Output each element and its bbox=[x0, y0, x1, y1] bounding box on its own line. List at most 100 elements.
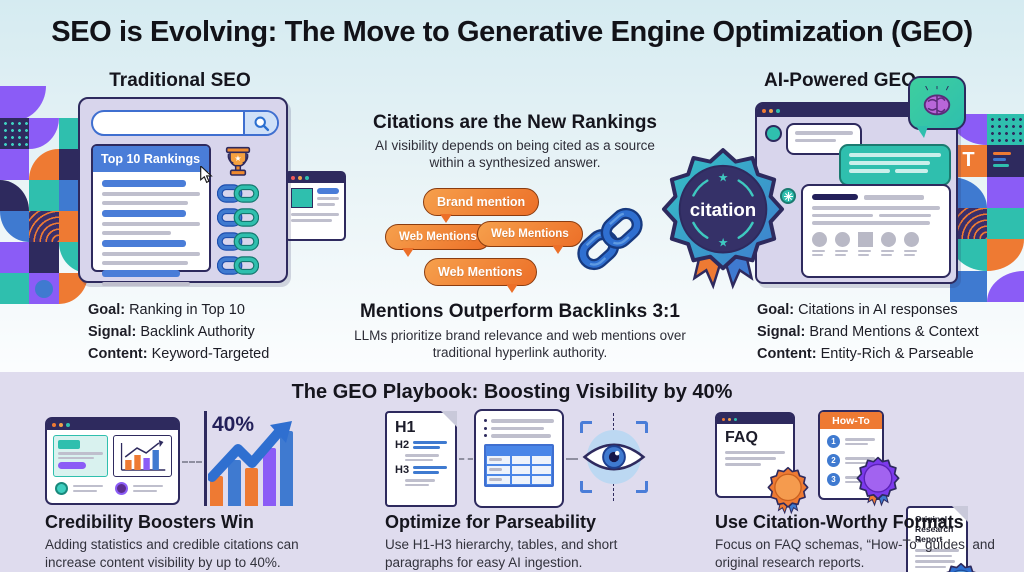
fact-content: Content:Keyword-Targeted bbox=[88, 343, 269, 365]
card1-heading: Credibility Boosters Win bbox=[45, 512, 254, 532]
dashboard-footer bbox=[47, 480, 178, 497]
rankings-panel-title: Top 10 Rankings bbox=[101, 152, 201, 166]
fact-signal: Signal:Backlink Authority bbox=[88, 321, 269, 343]
brain-bubble bbox=[908, 76, 966, 130]
traditional-facts: Goal:Ranking in Top 10 Signal:Backlink A… bbox=[88, 299, 269, 365]
cited-result-card bbox=[801, 184, 951, 278]
step-3: 3 bbox=[827, 473, 840, 486]
rankings-panel: Top 10 Rankings bbox=[91, 144, 213, 286]
search-icon bbox=[243, 112, 277, 134]
ai-chat-bubble bbox=[839, 144, 951, 186]
fact-goal-value: Citations in AI responses bbox=[798, 302, 958, 318]
faq-title: FAQ bbox=[725, 429, 758, 446]
backlink-chain-icon bbox=[217, 208, 259, 227]
mini-browser-card bbox=[284, 171, 346, 241]
card3-text: Focus on FAQ schemas, “How-To” guides, a… bbox=[715, 537, 995, 570]
bubble-web-mentions-2: Web Mentions bbox=[477, 221, 583, 254]
search-bar bbox=[91, 110, 279, 136]
rankings-list bbox=[93, 172, 209, 294]
dashed-connector bbox=[459, 458, 473, 460]
table-doc-icon bbox=[474, 409, 564, 508]
chart-bars bbox=[210, 431, 293, 506]
decor-purple-blob bbox=[0, 86, 46, 122]
bubble-brand-mention: Brand mention bbox=[423, 188, 540, 223]
fact-goal: Goal:Citations in AI responses bbox=[757, 299, 979, 321]
geo-browser-header bbox=[757, 104, 956, 117]
badge-star-bottom: ★ bbox=[718, 236, 729, 250]
card2-heading: Optimize for Parseability bbox=[385, 512, 597, 532]
chat-avatar bbox=[765, 125, 782, 142]
fact-content-value: Keyword-Targeted bbox=[151, 346, 270, 362]
traditional-seo-heading: Traditional SEO bbox=[109, 70, 251, 91]
ai-vision-eye-icon bbox=[580, 413, 648, 501]
playbook-heading: The GEO Playbook: Boosting Visibility by… bbox=[291, 381, 733, 403]
trophy-icon: ★ bbox=[225, 146, 251, 176]
award-rosette-orange bbox=[767, 466, 809, 515]
fact-signal-value: Backlink Authority bbox=[140, 324, 255, 340]
brain-icon bbox=[923, 86, 951, 116]
serp-browser-card: Top 10 Rankings ★ bbox=[78, 97, 288, 286]
dashboard-icon bbox=[45, 417, 180, 505]
fact-goal: Goal:Ranking in Top 10 bbox=[88, 299, 269, 321]
mentions-heading: Mentions Outperform Backlinks 3:1 bbox=[360, 301, 680, 322]
citations-heading: Citations are the New Rankings bbox=[372, 112, 657, 133]
h3-label: H3 bbox=[395, 464, 410, 476]
ai-source-icon bbox=[780, 188, 796, 204]
dashboard-mini-chart bbox=[113, 435, 172, 477]
step-1: 1 bbox=[827, 435, 840, 448]
badge-label: citation bbox=[690, 199, 756, 220]
faq-doc-icon: FAQ bbox=[715, 412, 809, 515]
svg-text:★: ★ bbox=[234, 154, 241, 163]
badge-star-top: ★ bbox=[718, 171, 729, 185]
chart-stat-label: 40% bbox=[212, 413, 255, 436]
dashed-connector bbox=[566, 458, 578, 460]
table-graphic bbox=[484, 443, 554, 487]
fact-signal: Signal:Brand Mentions & Context bbox=[757, 321, 979, 343]
search-input bbox=[93, 112, 243, 134]
fact-signal-label: Signal: bbox=[88, 324, 137, 340]
h-hierarchy-doc-icon: H1 H2 H3 bbox=[385, 411, 457, 507]
backlink-chain-icon bbox=[217, 232, 259, 251]
bubble-web-mentions-1: Web Mentions bbox=[385, 224, 491, 257]
cursor-icon bbox=[200, 166, 213, 184]
fact-goal-value: Ranking in Top 10 bbox=[129, 302, 245, 318]
rankings-panel-header: Top 10 Rankings bbox=[93, 146, 213, 184]
card2-text: Use H1-H3 hierarchy, tables, and short p… bbox=[385, 537, 618, 570]
dashed-connector bbox=[182, 461, 202, 463]
geo-facts: Goal:Citations in AI responses Signal:Br… bbox=[757, 299, 979, 365]
decor-mosaic-right: T bbox=[950, 114, 1024, 302]
brain-bubble-tail bbox=[916, 126, 928, 138]
fact-signal-label: Signal: bbox=[757, 324, 806, 340]
fact-content-label: Content: bbox=[757, 346, 817, 362]
big-chain-link-icon bbox=[577, 207, 643, 271]
fact-content-value: Entity-Rich & Parseable bbox=[820, 346, 974, 362]
howto-doc-icon: How-To 1 2 3 bbox=[818, 410, 900, 507]
mentions-subtext: LLMs prioritize brand relevance and web … bbox=[354, 328, 686, 360]
card1-text: Adding statistics and credible citations… bbox=[45, 537, 299, 570]
citation-badge: ★ ★ citation bbox=[660, 146, 786, 294]
research-report-doc-icon: Original Research Report bbox=[906, 506, 976, 572]
fact-signal-value: Brand Mentions & Context bbox=[809, 324, 979, 340]
mini-browser-header bbox=[286, 173, 344, 183]
fact-content-label: Content: bbox=[88, 346, 148, 362]
h1-label: H1 bbox=[395, 419, 416, 436]
bubble-web-mentions-3: Web Mentions bbox=[424, 258, 537, 293]
fact-content: Content:Entity-Rich & Parseable bbox=[757, 343, 979, 365]
backlink-chain-icon bbox=[217, 184, 259, 203]
result-thumbnails bbox=[812, 231, 940, 256]
fact-goal-label: Goal: bbox=[757, 302, 795, 318]
award-rosette-purple bbox=[856, 456, 900, 507]
page-title: SEO is Evolving: The Move to Generative … bbox=[51, 16, 973, 48]
report-title: Original Research Report bbox=[915, 514, 954, 544]
fact-goal-label: Goal: bbox=[88, 302, 126, 318]
geo-heading: AI-Powered GEO bbox=[763, 70, 917, 91]
growth-chart-icon: 40% bbox=[204, 411, 296, 506]
backlink-chain-icon bbox=[217, 256, 259, 275]
howto-title: How-To bbox=[820, 412, 882, 429]
dashboard-panel-left bbox=[53, 435, 108, 477]
step-2: 2 bbox=[827, 454, 840, 467]
card3-heading: Use Citation-Worthy Formats bbox=[715, 512, 964, 532]
citations-subtext: AI visibility depends on being cited as … bbox=[375, 138, 655, 170]
mini-thumbnail bbox=[291, 188, 313, 208]
